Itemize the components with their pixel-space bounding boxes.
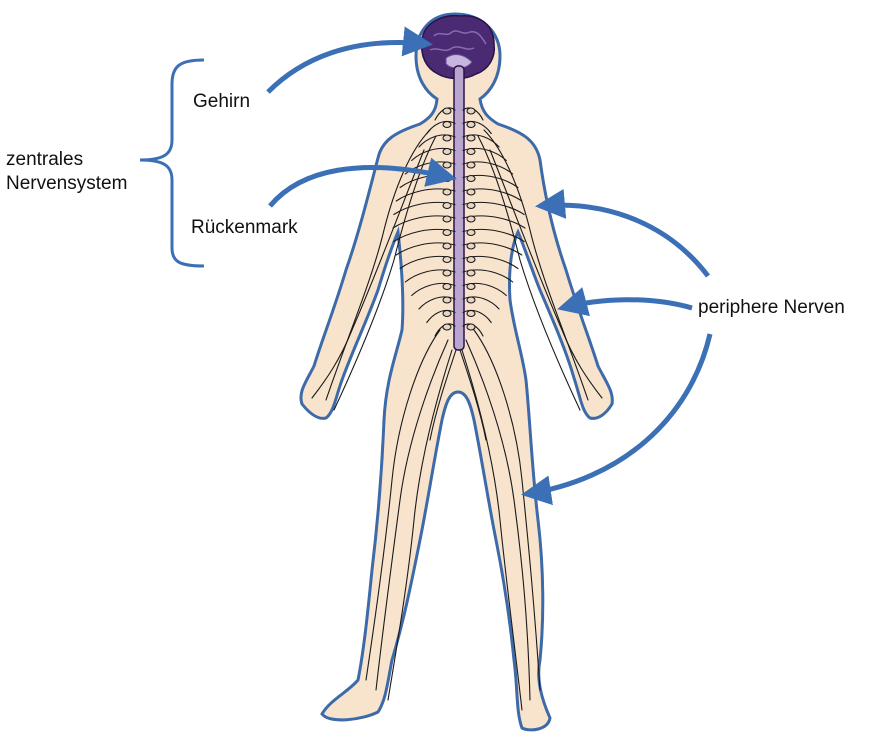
spinal-ganglion bbox=[443, 324, 451, 330]
spinal-ganglion bbox=[443, 189, 451, 195]
spinal-ganglion bbox=[443, 270, 451, 276]
spinal-ganglion bbox=[467, 135, 475, 141]
spinal-ganglion bbox=[443, 108, 451, 114]
peripheral-nerves-label: periphere Nerven bbox=[698, 296, 845, 320]
spinal-ganglion bbox=[467, 149, 475, 155]
spinal-ganglion bbox=[467, 108, 475, 114]
spinal-ganglion bbox=[443, 297, 451, 303]
spinal-ganglion bbox=[443, 149, 451, 155]
spinal-ganglion bbox=[467, 216, 475, 222]
spinal-ganglion bbox=[467, 324, 475, 330]
spinal-ganglion bbox=[443, 230, 451, 236]
cns-label-line2: Nervensystem bbox=[6, 172, 127, 196]
arrow-to-leg-nerves bbox=[526, 334, 710, 494]
spinal-ganglion bbox=[467, 230, 475, 236]
cns-label-line1: zentrales bbox=[6, 148, 127, 172]
spinal-ganglion bbox=[467, 297, 475, 303]
spinal-ganglion bbox=[467, 162, 475, 168]
spinal-ganglion bbox=[443, 135, 451, 141]
spinal-ganglion bbox=[467, 176, 475, 182]
spinal-ganglion bbox=[467, 189, 475, 195]
spinal-ganglion bbox=[467, 203, 475, 209]
spinal-cord-label: Rückenmark bbox=[191, 216, 298, 240]
spinal-ganglion bbox=[467, 122, 475, 128]
spinal-ganglion bbox=[443, 162, 451, 168]
central-nervous-system-label: zentrales Nervensystem bbox=[6, 148, 127, 196]
spinal-ganglion bbox=[467, 257, 475, 263]
spinal-ganglion bbox=[467, 270, 475, 276]
spinal-ganglion bbox=[443, 122, 451, 128]
spinal-ganglion bbox=[443, 216, 451, 222]
arrow-to-brain bbox=[268, 42, 428, 92]
spinal-cord-shape bbox=[454, 66, 464, 350]
spinal-ganglion bbox=[467, 284, 475, 290]
spinal-ganglion bbox=[443, 257, 451, 263]
spinal-ganglion bbox=[467, 243, 475, 249]
spinal-ganglion bbox=[443, 311, 451, 317]
spinal-ganglion bbox=[467, 311, 475, 317]
spinal-ganglion bbox=[443, 243, 451, 249]
spinal-ganglion bbox=[443, 203, 451, 209]
spinal-ganglion bbox=[443, 284, 451, 290]
arrow-to-arm-nerves bbox=[562, 300, 692, 308]
brain-label: Gehirn bbox=[193, 90, 250, 114]
